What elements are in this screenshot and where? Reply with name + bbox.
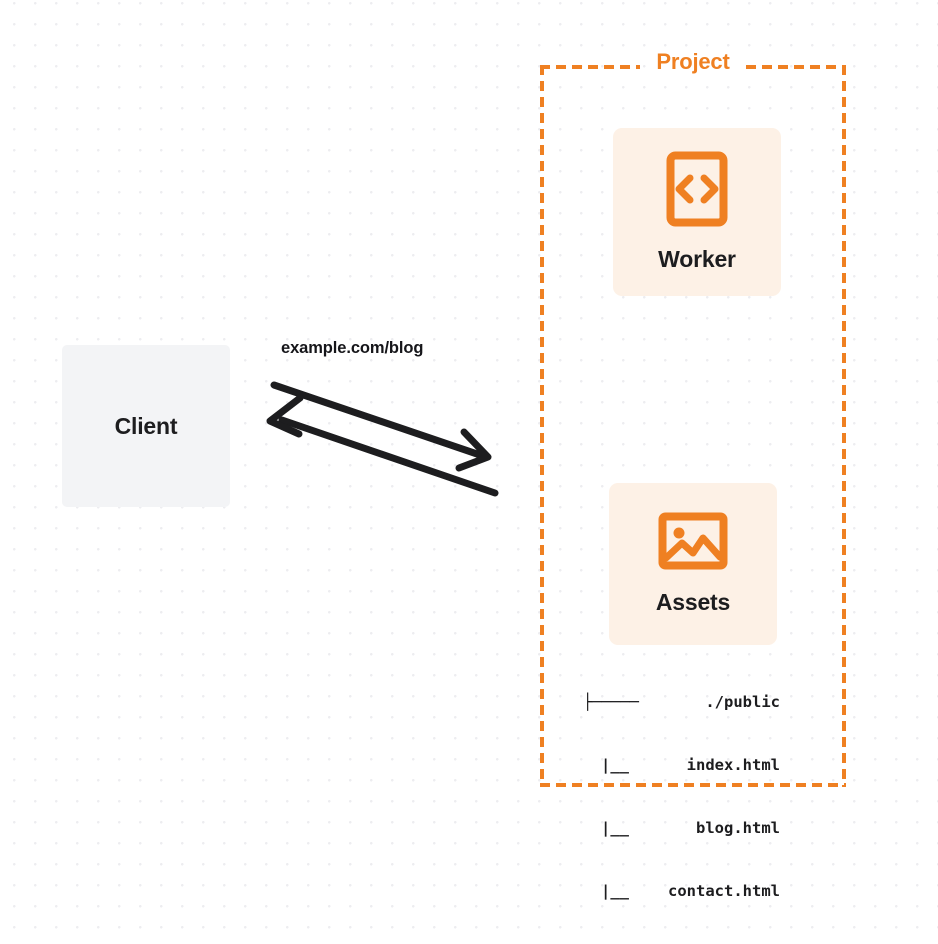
response-arrow-icon bbox=[266, 394, 499, 497]
code-brackets-icon bbox=[666, 151, 728, 232]
project-border-right bbox=[842, 65, 846, 787]
tree-item-name: index.html bbox=[686, 756, 780, 774]
request-arrow-icon bbox=[270, 381, 492, 472]
project-border-left bbox=[540, 65, 544, 787]
project-container: Project bbox=[540, 49, 846, 787]
worker-label: Worker bbox=[658, 246, 736, 272]
client-label: Client bbox=[114, 412, 178, 439]
file-tree-row: |__ blog.html bbox=[583, 818, 780, 839]
assets-label: Assets bbox=[655, 589, 731, 615]
project-border-top-left bbox=[540, 65, 640, 69]
tree-item-name: blog.html bbox=[696, 819, 780, 837]
file-tree-row: |__ index.html bbox=[583, 755, 780, 776]
project-border-bottom bbox=[540, 783, 846, 787]
file-tree-row: |__ contact.html bbox=[583, 881, 780, 902]
project-border-top-right bbox=[746, 65, 846, 69]
project-title: Project bbox=[649, 49, 737, 75]
tree-branch-glyph: |__ bbox=[601, 819, 629, 837]
diagram-canvas: Client example.com/blog Project bbox=[62, 49, 846, 900]
tree-branch-glyph: |__ bbox=[601, 756, 629, 774]
connection-url-label: example.com/blog bbox=[281, 339, 424, 357]
client-node[interactable]: Client bbox=[62, 345, 230, 507]
tree-item-name: ./public bbox=[705, 693, 780, 711]
tree-item-name: contact.html bbox=[668, 882, 780, 900]
worker-node[interactable]: Worker bbox=[613, 128, 781, 296]
tree-branch-glyph: |__ bbox=[601, 882, 629, 900]
image-picture-icon bbox=[658, 512, 728, 575]
tree-branch-glyph: ├───── bbox=[583, 693, 639, 711]
assets-file-tree: ├───── ./public |__ index.html |__ blog.… bbox=[583, 650, 780, 944]
assets-node[interactable]: Assets bbox=[609, 483, 777, 645]
file-tree-row: ├───── ./public bbox=[583, 692, 780, 713]
